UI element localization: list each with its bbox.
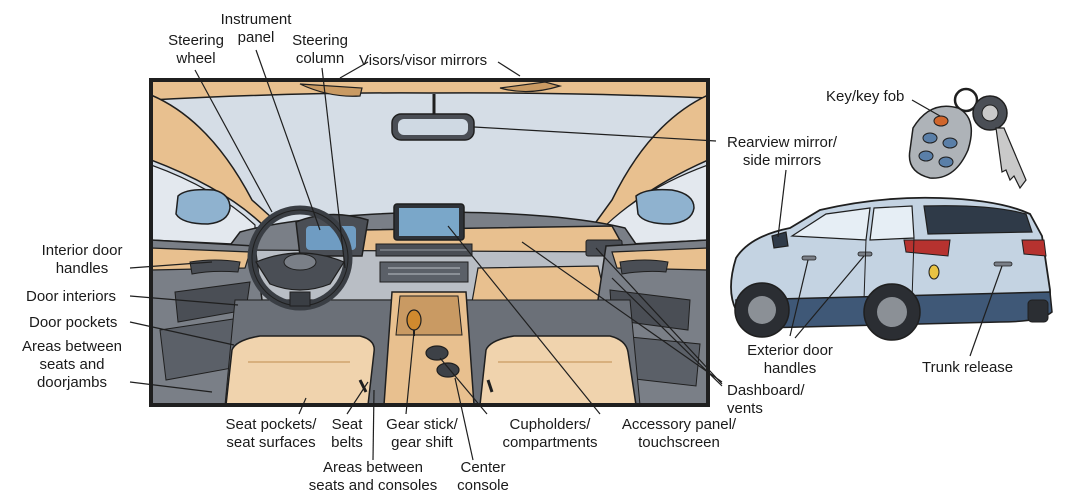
label-seat-pockets: Seat pockets/seat surfaces (225, 416, 317, 451)
leader-rearview-mirror (473, 126, 717, 142)
left-visor (299, 83, 363, 97)
leader-vents-right (611, 277, 723, 387)
callout-lines (129, 49, 1003, 461)
climate-controls (379, 261, 469, 283)
label-key-fob: Key/key fob (826, 88, 905, 105)
label-dashboard-vents: Dashboard/vents (727, 382, 805, 417)
leader-seat-pockets (298, 397, 307, 415)
leader-accessory-panel (447, 225, 601, 415)
label-door-pockets: Door pockets (29, 314, 118, 331)
interior-frame (149, 78, 710, 407)
leader-visor-right (497, 61, 521, 77)
left-side-mirror (175, 188, 231, 225)
key-fob-illustration (908, 87, 1027, 190)
leader-vents (595, 247, 723, 385)
left-interior-door-handle (189, 259, 241, 275)
right-tail-light (1021, 239, 1047, 257)
leader-cupholders (439, 357, 488, 415)
passenger-seat (479, 335, 637, 405)
label-accessory-panel: Accessory panel/touchscreen (621, 416, 737, 451)
right-interior-door-handle (619, 259, 669, 275)
label-visors: Visors/visor mirrors (359, 52, 488, 69)
leader-side-mirror (777, 169, 787, 238)
leader-exterior-door-rear (794, 255, 865, 339)
gear-knob (406, 309, 422, 331)
steering-column-shroud (289, 291, 311, 307)
key-blade (995, 127, 1027, 190)
leader-interior-door-handles (129, 261, 213, 269)
leader-steering-column (321, 67, 346, 269)
left-tail-light (903, 239, 951, 257)
leader-areas-seats-consoles (372, 389, 375, 461)
label-cupholders: Cupholders/compartments (502, 416, 598, 451)
right-visor (499, 81, 563, 93)
car-rear-window (869, 205, 915, 241)
car-exterior-illustration (730, 196, 1053, 341)
leader-door-interiors (129, 295, 239, 306)
label-gear-stick: Gear stick/gear shift (386, 416, 458, 451)
leader-seat-belts (346, 381, 369, 415)
rearview-mirror-glass (398, 119, 468, 135)
passenger-seat-belt-buckle (486, 379, 494, 393)
leader-gear-stick (405, 331, 415, 415)
leader-visor-left (339, 61, 369, 79)
label-rearview-mirror: Rearview mirror/side mirrors (726, 134, 837, 169)
car-interior-illustration (151, 80, 708, 405)
glove-box (471, 265, 607, 303)
leader-trunk-release (969, 265, 1003, 357)
trunk-release-handle (993, 261, 1013, 267)
leader-steering-wheel (194, 69, 273, 213)
leader-instrument-panel (255, 49, 321, 231)
front-door-handle (801, 255, 817, 261)
label-door-interiors: Door interiors (26, 288, 117, 305)
cupholder-2 (436, 362, 460, 378)
leader-exterior-door-front (789, 259, 809, 337)
accessory-screen-display (399, 208, 459, 236)
car-front-window (790, 207, 871, 241)
leader-door-pockets (129, 321, 235, 346)
rear-right-wheel (1027, 299, 1049, 323)
car-side-mirror (771, 231, 789, 249)
right-side-mirror (635, 188, 695, 225)
driver-seat (225, 335, 375, 405)
leader-dashboard (521, 241, 723, 383)
headliner (151, 80, 708, 101)
leader-key-fob (911, 99, 941, 117)
cupholder-1 (425, 345, 449, 361)
driver-seat-belt-buckle (358, 379, 368, 393)
car-tailgate-glass (923, 205, 1033, 235)
gear-base (395, 295, 463, 336)
leader-seat-doorjamb (129, 381, 213, 393)
leader-center-console (454, 377, 474, 461)
key-ring (953, 87, 979, 113)
label-trunk-release: Trunk release (922, 359, 1014, 376)
